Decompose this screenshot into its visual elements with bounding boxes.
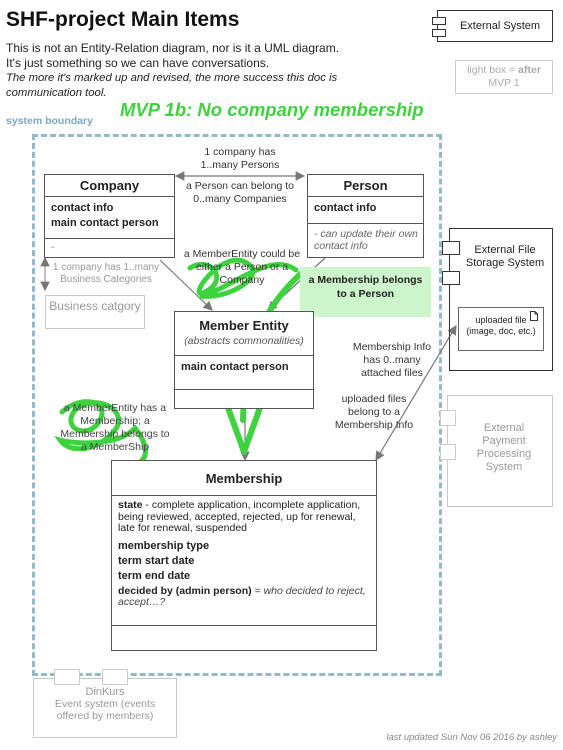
dinkurs-component-left — [54, 669, 80, 685]
external-file-storage-box[interactable]: External File Storage System uploaded fi… — [442, 228, 553, 371]
membership-type: membership type — [118, 539, 210, 552]
person-title: Person — [308, 175, 423, 197]
membership-state-label: state — [118, 499, 143, 511]
company-memberentity-link — [159, 259, 213, 311]
legend-external-label: External System — [459, 20, 541, 32]
membership-left-note: a MemberEntity has a Membership; a Membe… — [60, 402, 170, 453]
member-entity-title: Member Entity — [199, 318, 289, 333]
membership-title: Membership — [112, 461, 376, 496]
company-attr-main-contact: main contact person — [51, 217, 159, 229]
component-icon-bottom — [432, 29, 446, 37]
payment-label: External Payment Processing System — [476, 422, 532, 473]
file-storage-component-top — [442, 241, 460, 255]
person-box[interactable]: Person contact info - can update their o… — [307, 174, 424, 258]
file-storage-title: External File Storage System — [465, 244, 545, 269]
payment-component-bottom — [440, 444, 456, 460]
cp-note-1: 1 company has — [204, 146, 276, 158]
uploaded-file-label: uploaded file (image, doc, etc.) — [466, 315, 536, 336]
last-updated: last updated Sun Nov 06 2016 by ashley — [386, 732, 557, 743]
membership-file-link — [375, 324, 457, 462]
page-title: SHF-project Main Items — [6, 8, 240, 31]
business-category-box[interactable]: Business catgory — [45, 295, 145, 329]
lightbox-mvp: MVP 1 — [488, 77, 520, 89]
file-note-2: uploaded files belong to a Membership In… — [334, 393, 414, 431]
membership-state-desc: - complete application, incomplete appli… — [118, 499, 361, 534]
uploaded-file-box[interactable]: uploaded file (image, doc, etc.) — [458, 307, 544, 351]
company-box[interactable]: Company contact info main contact person… — [44, 174, 175, 258]
membership-decided: decided by (admin person) = who decided … — [118, 584, 370, 609]
intro-line-2: It's just something so we can have conve… — [6, 56, 270, 70]
company-person-note: 1 company has 1..many Persons a Person c… — [180, 146, 300, 206]
legend-external-system: External System — [432, 10, 553, 42]
lightbox-after: after — [518, 64, 541, 76]
business-category-label: Business catgory — [49, 299, 141, 313]
dinkurs-box[interactable]: DinKurs Event system (events offered by … — [33, 669, 177, 738]
member-entity-box[interactable]: Member Entity (abstracts commonalities) … — [174, 311, 314, 409]
green-scribble-left — [54, 399, 148, 465]
intro-text: This is not an Entity-Relation diagram, … — [6, 41, 376, 101]
green-callout-text: a Membership belongs to a Person — [308, 274, 423, 300]
intro-line-1: This is not an Entity-Relation diagram, … — [6, 41, 340, 55]
file-note-1: Membership Info has 0..many attached fil… — [352, 341, 432, 379]
mvp-annotation: MVP 1b: No company membership — [120, 99, 424, 120]
file-storage-component-bottom — [442, 271, 460, 285]
intro-line-3: The more it's marked up and revised, the… — [6, 72, 338, 99]
member-entity-note: a MemberEntity could be either a Person … — [183, 248, 301, 286]
membership-box[interactable]: Membership state - complete application,… — [111, 460, 377, 651]
green-callout: a Membership belongs to a Person — [300, 267, 431, 317]
component-icon-top — [432, 17, 446, 25]
payment-component-top — [440, 410, 456, 426]
external-payment-box[interactable]: External Payment Processing System — [440, 395, 553, 507]
company-title: Company — [45, 175, 174, 197]
system-boundary-label: system boundary — [6, 115, 93, 127]
legend-lightbox: light box = after MVP 1 — [455, 60, 553, 94]
cp-note-3: a Person can belong to — [186, 180, 294, 192]
green-scribble-top — [187, 257, 299, 299]
document-icon — [530, 311, 538, 321]
person-note: - can update their own contact info — [314, 228, 418, 252]
membership-decided-desc: = who decided to reject, accept…? — [118, 584, 366, 608]
company-attr-contact: contact info — [51, 202, 114, 214]
person-attr-contact: contact info — [314, 202, 377, 214]
dinkurs-name: DinKurs — [85, 686, 125, 698]
membership-term-start: term start date — [118, 554, 195, 567]
lightbox-prefix: light box = — [467, 64, 519, 76]
membership-decided-label: decided by (admin person) — [118, 584, 252, 597]
cp-note-2: 1..many Persons — [200, 159, 280, 171]
company-dash: - — [51, 242, 55, 253]
member-entity-attr: main contact person — [181, 361, 289, 373]
membership-state: state - complete application, incomplete… — [118, 499, 370, 535]
green-arrowhead — [223, 399, 265, 455]
dinkurs-component-right — [102, 669, 128, 685]
dinkurs-desc: Event system (events offered by members) — [54, 698, 156, 722]
member-entity-subtitle: (abstracts commonalities) — [184, 335, 304, 347]
cp-note-4: 0..many Companies — [193, 193, 287, 205]
company-categories-note: 1 company has 1..many Business Categorie… — [52, 262, 160, 285]
membership-term-end: term end date — [118, 569, 191, 582]
